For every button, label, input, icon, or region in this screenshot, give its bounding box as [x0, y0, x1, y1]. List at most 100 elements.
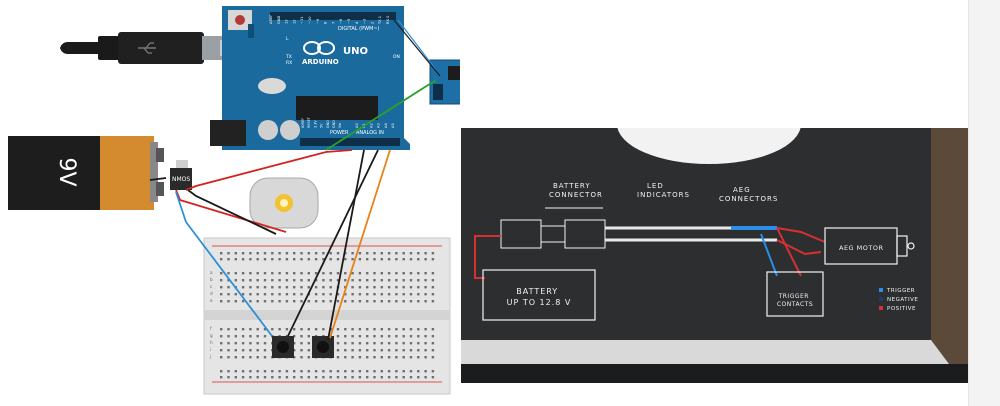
breadboard-hole	[431, 356, 435, 359]
breadboard-hole	[314, 258, 318, 261]
breadboard-hole	[285, 279, 289, 282]
breadboard-hole	[241, 272, 245, 275]
breadboard-hole	[256, 342, 259, 345]
breadboard-hole	[366, 252, 369, 255]
breadboard-hole	[234, 279, 237, 282]
breadboard-hole	[220, 279, 223, 282]
breadboard-hole	[234, 300, 237, 303]
breadboard-hole	[431, 272, 435, 275]
breadboard-hole	[417, 293, 420, 296]
breadboard-hole	[358, 370, 362, 373]
breadboard-hole	[395, 370, 398, 373]
breadboard-hole	[344, 293, 347, 296]
breadboard-hole	[351, 335, 354, 338]
breadboard-hole	[249, 286, 252, 289]
breadboard-hole	[293, 272, 296, 275]
breadboard-hole	[249, 272, 252, 275]
breadboard-hole	[293, 342, 296, 345]
breadboard-hole	[373, 300, 376, 303]
breadboard-hole	[234, 328, 237, 331]
wires	[149, 19, 441, 341]
breadboard-hole	[409, 286, 413, 289]
breadboard-hole	[351, 370, 354, 373]
breadboard-hole	[322, 370, 325, 373]
breadboard-hole	[387, 252, 391, 255]
battery-connector-label-line-2: CONNECTOR	[549, 191, 603, 199]
breadboard-hole	[293, 335, 296, 338]
row-letter: c	[210, 284, 213, 289]
breadboard-hole	[278, 279, 281, 282]
breadboard-hole	[227, 272, 230, 275]
breadboard-hole	[424, 272, 427, 275]
digital-pin-label: ~6	[339, 18, 343, 24]
breadboard-hole	[336, 279, 340, 282]
breadboard-hole	[300, 293, 303, 296]
battery-box-label-line-1: BATTERY	[516, 287, 558, 296]
breadboard-hole	[358, 376, 362, 379]
aeg-motor-label: AEG MOTOR	[839, 244, 883, 252]
breadboard-hole	[227, 258, 230, 261]
breadboard-hole	[227, 252, 230, 255]
breadboard-hole	[351, 252, 354, 255]
breadboard-hole	[373, 349, 376, 352]
breadboard-hole	[307, 370, 310, 373]
page-divider	[968, 0, 969, 406]
breadboard-hole	[387, 279, 391, 282]
breadboard-hole	[234, 293, 237, 296]
breadboard-hole	[336, 335, 340, 338]
breadboard-hole	[380, 252, 383, 255]
breadboard-hole	[241, 376, 245, 379]
breadboard-hole	[293, 252, 296, 255]
breadboard-hole	[314, 286, 318, 289]
breadboard-hole	[366, 356, 369, 359]
digital-pin-label: 12	[292, 19, 296, 24]
breadboard-hole	[351, 349, 354, 352]
breadboard-hole	[227, 286, 230, 289]
breadboard-hole	[263, 356, 267, 359]
breadboard-hole	[293, 356, 296, 359]
battery-label: 9V	[54, 157, 79, 186]
breadboard-hole	[234, 349, 237, 352]
breadboard-hole	[409, 335, 413, 338]
breadboard-hole	[293, 370, 296, 373]
breadboard-hole	[409, 252, 413, 255]
breadboard-hole	[417, 335, 420, 338]
breadboard-hole	[431, 335, 435, 338]
circuit-diagram: ARDUINO UNO DIGITAL (PWM~) POWER ANALOG …	[8, 6, 460, 395]
breadboard-hole	[307, 376, 310, 379]
breadboard-hole	[358, 342, 362, 345]
rx-led-label: RX	[286, 60, 292, 66]
breadboard-hole	[285, 258, 289, 261]
breadboard-hole	[241, 279, 245, 282]
breadboard-hole	[387, 293, 391, 296]
breadboard-hole	[314, 279, 318, 282]
digital-pin-label: RX 0	[386, 15, 390, 24]
digital-pin-label: ~11	[300, 16, 304, 24]
breadboard-hole	[322, 300, 325, 303]
legend-swatch	[879, 288, 883, 292]
breadboard-hole	[380, 328, 383, 331]
breadboard-hole	[351, 279, 354, 282]
breadboard-hole	[220, 335, 223, 338]
breadboard-hole	[351, 300, 354, 303]
tx-led-label: TX	[285, 54, 292, 60]
breadboard-hole	[278, 293, 281, 296]
breadboard-hole	[373, 279, 376, 282]
breadboard-hole	[256, 258, 259, 261]
breadboard-hole	[314, 272, 318, 275]
breadboard-hole	[329, 300, 332, 303]
breadboard-hole	[351, 286, 354, 289]
push-button-1	[272, 336, 294, 358]
breadboard-hole	[271, 252, 274, 255]
breadboard-hole	[314, 293, 318, 296]
trigger-contacts-label: TRIGGER CONTACTS	[777, 293, 813, 308]
battery-box-label-line-2: UP TO 12.8 V	[507, 298, 572, 307]
breadboard-hole	[300, 342, 303, 345]
breadboard-hole	[424, 279, 427, 282]
breadboard-hole	[285, 328, 289, 331]
breadboard-hole	[227, 349, 230, 352]
breadboard-hole	[402, 279, 405, 282]
breadboard-hole	[351, 272, 354, 275]
